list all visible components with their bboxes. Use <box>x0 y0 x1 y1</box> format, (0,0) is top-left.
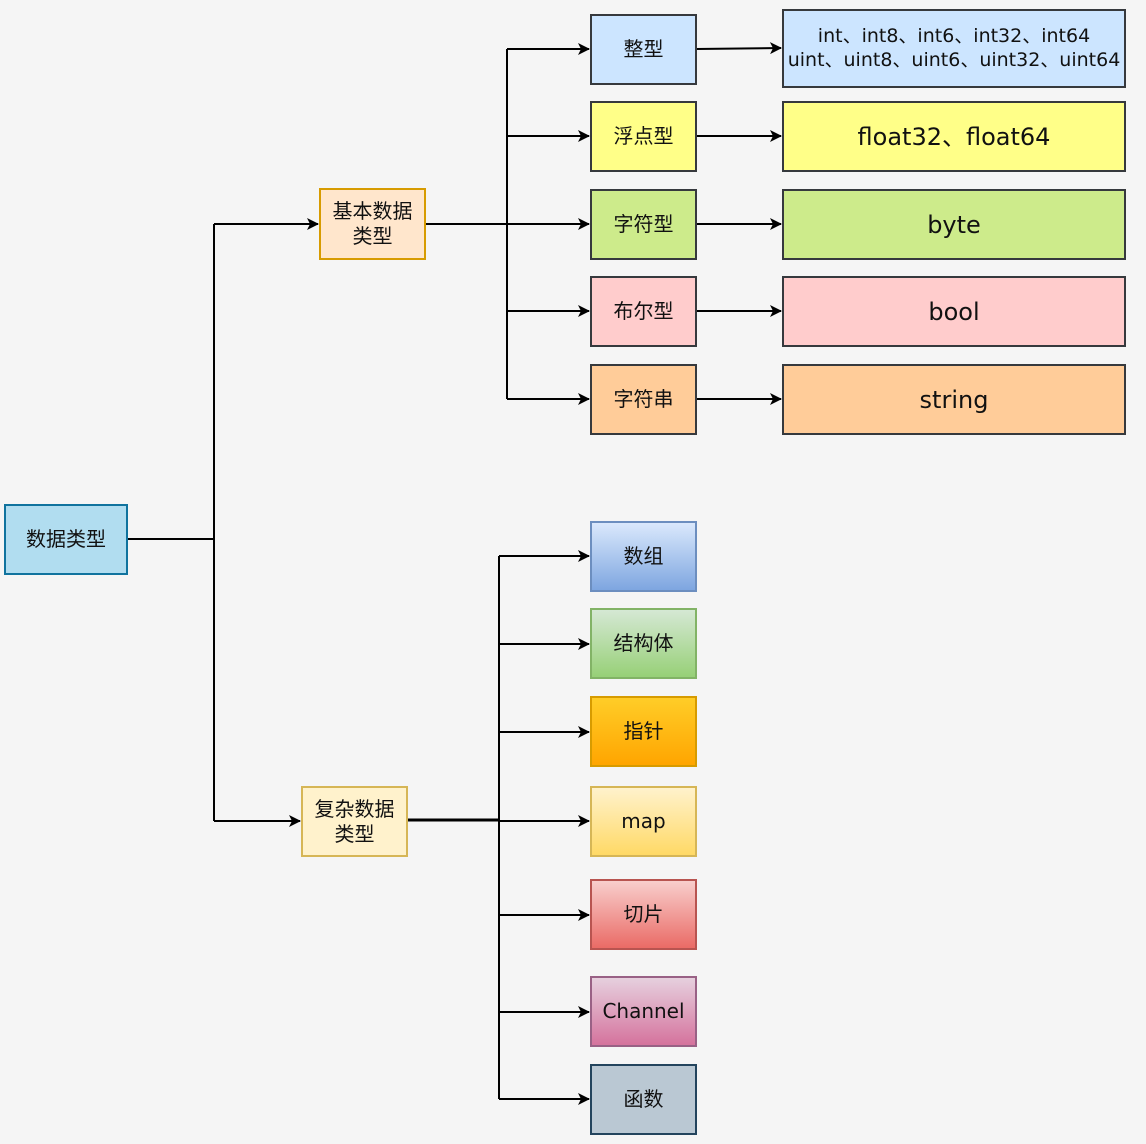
bool-type-node: 布尔型 <box>590 276 697 347</box>
channel-type-node: Channel <box>590 976 697 1047</box>
map-type-node: map <box>590 786 697 857</box>
string-type-node: 字符串 <box>590 364 697 435</box>
complex-label-line1: 复杂数据 <box>314 796 395 821</box>
int-type-node: 整型 <box>590 14 697 85</box>
bool-values-node: bool <box>782 276 1126 347</box>
func-type-label: 函数 <box>623 1087 664 1111</box>
basic-label-line2: 类型 <box>352 224 393 248</box>
char-type-label: 字符型 <box>613 212 674 236</box>
int-values-node: int、int8、int6、int32、int64 uint、uint8、uin… <box>782 9 1126 88</box>
pointer-type-node: 指针 <box>590 696 697 767</box>
root-node: 数据类型 <box>4 504 128 575</box>
float-type-label: 浮点型 <box>613 124 674 148</box>
slice-type-node: 切片 <box>590 879 697 950</box>
float-values-node: float32、float64 <box>782 101 1126 172</box>
basic-types-node: 基本数据 类型 <box>319 188 426 260</box>
int-values-line2: uint、uint8、uint6、uint32、uint64 <box>787 48 1121 71</box>
channel-type-label: Channel <box>602 999 685 1023</box>
string-values-label: string <box>919 385 989 414</box>
slice-type-label: 切片 <box>623 902 664 926</box>
func-type-node: 函数 <box>590 1064 697 1135</box>
arrow-int-values <box>695 42 782 55</box>
struct-type-node: 结构体 <box>590 608 697 679</box>
int-values-line1: int、int8、int6、int32、int64 <box>817 24 1091 47</box>
int-type-label: 整型 <box>623 37 664 61</box>
bool-values-label: bool <box>928 297 980 326</box>
basic-label-line1: 基本数据 <box>332 199 413 223</box>
struct-type-label: 结构体 <box>613 631 674 655</box>
map-type-label: map <box>621 809 666 833</box>
array-type-label: 数组 <box>623 544 664 568</box>
string-type-label: 字符串 <box>613 387 674 411</box>
float-type-node: 浮点型 <box>590 101 697 172</box>
root-label: 数据类型 <box>26 527 106 551</box>
float-values-label: float32、float64 <box>857 122 1051 151</box>
complex-types-node: 复杂数据 类型 <box>301 786 408 857</box>
pointer-type-label: 指针 <box>623 719 664 743</box>
complex-label-line2: 类型 <box>334 821 375 846</box>
string-values-node: string <box>782 364 1126 435</box>
array-type-node: 数组 <box>590 521 697 592</box>
char-type-node: 字符型 <box>590 189 697 260</box>
bool-type-label: 布尔型 <box>613 299 674 323</box>
char-values-label: byte <box>927 210 981 239</box>
char-values-node: byte <box>782 189 1126 260</box>
